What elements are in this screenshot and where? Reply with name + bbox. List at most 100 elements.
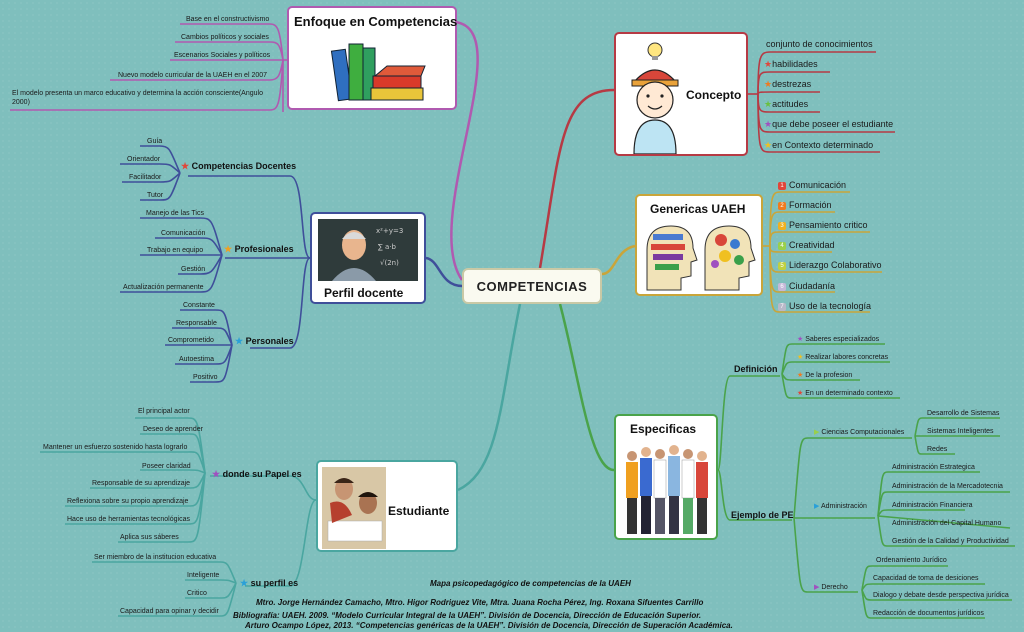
perfil-pers-item-5[interactable]: Positivo — [193, 374, 218, 381]
flag-icon: ▶ — [814, 429, 820, 436]
definicion-item-1[interactable]: ★ Saberes especializados — [797, 336, 880, 343]
estudiante-papel-item-1[interactable]: El principal actor — [138, 408, 190, 415]
perfil-group-personales[interactable]: ★ Personales — [235, 336, 294, 346]
estudiante-papel-item-2[interactable]: Deseo de aprender — [143, 426, 203, 433]
heads-illustration — [646, 225, 756, 291]
concepto-item-1[interactable]: conjunto de conocimientos — [766, 39, 873, 49]
pe-group-derecho[interactable]: ▶ Derecho — [814, 584, 848, 591]
estudiante-papel-item-3[interactable]: Mantener un esfuerzo sostenido hasta log… — [43, 444, 188, 451]
pe-admin-item-3[interactable]: Administración Financiera — [892, 502, 973, 509]
estudiante-perfil-item-1[interactable]: Ser miembro de la institucion educativa — [94, 554, 217, 561]
perfil-prof-item-5[interactable]: Actualización permanente — [123, 284, 204, 291]
enfoque-item-1[interactable]: Base en el constructivismo — [186, 16, 270, 23]
concepto-item-5[interactable]: ★que debe poseer el estudiante — [764, 119, 894, 129]
perfil-prof-item-1[interactable]: Manejo de las Tics — [146, 210, 204, 217]
pe-comp-item-3[interactable]: Redes — [927, 446, 948, 453]
star-icon: ★ — [797, 336, 804, 343]
footer-bibliography-2: Arturo Ocampo López, 2013. “Competencias… — [245, 621, 733, 630]
star-icon: ★ — [797, 354, 804, 361]
enfoque-item-2[interactable]: Cambios políticos y sociales — [181, 34, 269, 41]
estudiante-perfil-item-4[interactable]: Capacidad para opinar y decidir — [120, 608, 219, 615]
perfil-node[interactable]: x²+y=3 ∑ a·b √(2n) Perfil docente — [310, 212, 426, 304]
pe-admin-item-2[interactable]: Administración de la Mercadotecnia — [892, 483, 1003, 490]
perfil-pers-item-3[interactable]: Comprometido — [168, 337, 214, 344]
number-badge-6: 6 — [778, 282, 786, 291]
star-icon: ★ — [764, 140, 773, 150]
estudiante-papel-item-8[interactable]: Aplica sus sáberes — [120, 534, 179, 541]
especificas-title: Especificas — [630, 422, 697, 436]
branch-estudiante — [457, 303, 522, 492]
pe-admin-item-1[interactable]: Administración Estrategica — [892, 464, 975, 471]
perfil-docentes-item-3[interactable]: Facilitador — [129, 174, 162, 181]
enfoque-item-4[interactable]: Nuevo modelo curricular de la UAEH en el… — [118, 72, 268, 79]
pe-der-item-1[interactable]: Ordenamiento Jurídico — [876, 557, 947, 564]
genericas-lines — [763, 191, 882, 313]
genericas-node[interactable]: Genericas UAEH — [635, 194, 763, 296]
perfil-pers-item-4[interactable]: Autoestima — [179, 356, 215, 363]
pe-admin-item-4[interactable]: Administración del Capital Humano — [892, 520, 1002, 527]
perfil-group-profesionales[interactable]: ★ Profesionales — [224, 244, 294, 254]
enfoque-item-3[interactable]: Escenarios Sociales y políticos — [174, 52, 271, 59]
star-icon: ★ — [797, 372, 804, 379]
pe-group-administracion[interactable]: ▶ Administración — [814, 503, 867, 510]
svg-text:√(2n): √(2n) — [380, 259, 399, 267]
estudiante-group-perfil[interactable]: ★ su perfil es — [240, 578, 299, 588]
perfil-docentes-item-4[interactable]: Tutor — [147, 192, 164, 199]
perfil-title: Perfil docente — [324, 286, 404, 300]
star-icon: ★ — [797, 390, 804, 397]
enfoque-item-5[interactable]: El modelo presenta un marco educativo y … — [12, 90, 263, 106]
perfil-prof-item-4[interactable]: Gestión — [181, 266, 206, 273]
pe-der-item-4[interactable]: Redacción de documentos jurídicos — [873, 610, 984, 617]
concepto-item-3[interactable]: ★destrezas — [764, 79, 812, 89]
estudiante-papel-item-6[interactable]: Reflexiona sobre su propio aprendizaje — [67, 498, 189, 505]
estudiante-papel-item-5[interactable]: Responsable de su aprendizaje — [92, 480, 191, 487]
flag-icon: ▶ — [814, 503, 820, 510]
estudiante-lines — [40, 417, 317, 617]
definicion-item-2[interactable]: ★ Realizar labores concretas — [797, 354, 889, 361]
pe-der-item-2[interactable]: Capacidad de toma de desiciones — [873, 575, 979, 582]
estudiante-papel-item-7[interactable]: Hace uso de herramientas tecnológicas — [67, 516, 190, 523]
enfoque-node[interactable]: Enfoque en Competencias — [287, 6, 457, 110]
pe-comp-item-1[interactable]: Desarrollo de Sistemas — [927, 410, 1000, 417]
estudiante-papel-item-4[interactable]: Poseer claridad — [142, 463, 191, 470]
branch-perfil — [425, 256, 463, 288]
central-topic[interactable]: COMPETENCIAS — [462, 268, 602, 304]
pe-der-item-3[interactable]: Dialogo y debate desde perspectiva juríd… — [873, 592, 1009, 599]
concepto-item-6[interactable]: ★en Contexto determinado — [764, 140, 874, 150]
estudiante-group-papel[interactable]: ★ donde su Papel es — [212, 469, 302, 479]
professionals-illustration — [626, 445, 708, 534]
pe-comp-item-2[interactable]: Sistemas Inteligentes — [927, 428, 994, 435]
pe-group-computacionales[interactable]: ▶ Ciencias Computacionales — [814, 429, 905, 436]
especificas-node[interactable]: Especificas — [614, 414, 718, 540]
perfil-docentes-item-2[interactable]: Orientador — [127, 156, 161, 163]
concepto-node[interactable]: Concepto — [614, 32, 748, 156]
perfil-pers-item-2[interactable]: Responsable — [176, 320, 217, 327]
perfil-prof-item-3[interactable]: Trabajo en equipo — [147, 247, 204, 254]
especificas-definicion[interactable]: Definición — [734, 364, 778, 374]
estudiante-title: Estudiante — [388, 504, 450, 518]
concepto-item-2[interactable]: ★habilidades — [764, 59, 818, 69]
pe-admin-item-5[interactable]: Gestión de la Calidad y Productividad — [892, 538, 1009, 545]
estudiante-perfil-item-3[interactable]: Critico — [187, 590, 207, 597]
estudiante-perfil-item-2[interactable]: Inteligente — [187, 572, 220, 579]
estudiante-node[interactable]: Estudiante — [316, 460, 458, 552]
enfoque-title: Enfoque en Competencias — [294, 14, 458, 29]
perfil-prof-item-2[interactable]: Comunicación — [161, 230, 206, 237]
perfil-docentes-item-1[interactable]: Guía — [147, 138, 163, 145]
number-badge-2: 2 — [778, 201, 786, 210]
perfil-group-competencias[interactable]: ★ Competencias Docentes — [181, 161, 297, 171]
perfil-pers-item-1[interactable]: Constante — [183, 302, 215, 309]
especificas-ejemplo[interactable]: Ejemplo de PE — [731, 510, 794, 520]
concepto-item-4[interactable]: ★actitudes — [764, 99, 809, 109]
definicion-item-3[interactable]: ★ De la profesion — [797, 372, 853, 379]
definicion-item-4[interactable]: ★ En un determinado contexto — [797, 390, 893, 397]
star-icon: ★ — [764, 99, 773, 109]
branch-enfoque — [450, 20, 479, 281]
